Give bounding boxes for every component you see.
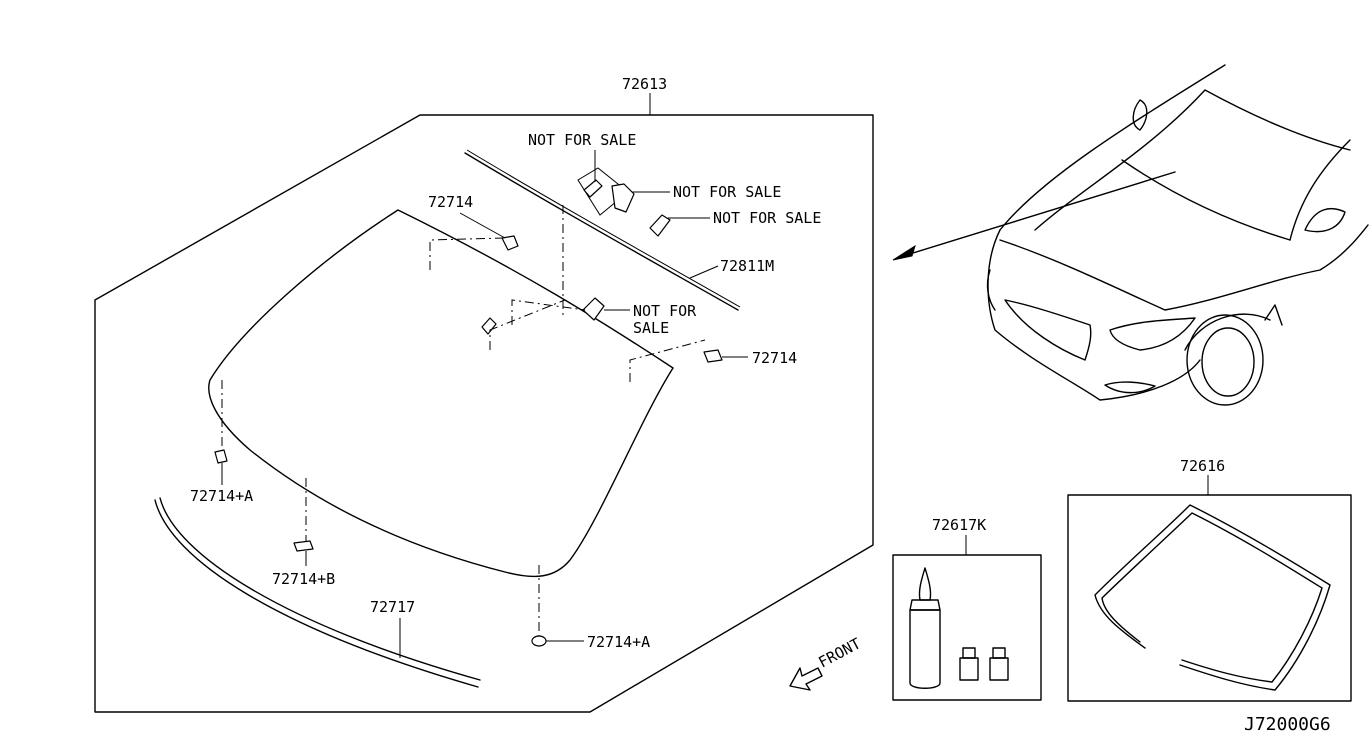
dashed-mid-nfs (511, 299, 586, 325)
assembly-frame (94, 114, 874, 713)
windshield-glass (208, 209, 674, 578)
part-number-72714a-left[interactable]: 72714+A (190, 487, 253, 505)
small-bracket (481, 317, 497, 335)
primer-bottle-icon-2 (989, 647, 1009, 681)
top-molding-72811m (464, 152, 739, 311)
dam-rubber-inner (1101, 512, 1323, 683)
part-number-72714-top[interactable]: 72714 (428, 193, 473, 211)
adhesive-tube-icon (909, 567, 941, 689)
clip-part-b (611, 183, 635, 213)
lower-molding-edge (159, 497, 481, 681)
label-not-for-sale-right1[interactable]: NOT FOR SALE (673, 183, 781, 201)
primer-bottle-icon (959, 647, 979, 681)
front-label: FRONT (815, 634, 863, 671)
dam-rubber-outer (1094, 504, 1331, 691)
clip-part-c (649, 214, 671, 237)
dashed-72714-right (629, 339, 706, 382)
part-number-72613[interactable]: 72613 (622, 75, 667, 93)
diagram-code: J72000G6 (1244, 714, 1331, 735)
clip-72714a-bottom (531, 635, 547, 647)
dam-72616-frame (1067, 494, 1352, 702)
clip-72714a-left (214, 449, 228, 464)
part-number-72717[interactable]: 72717 (370, 598, 415, 616)
label-not-for-sale-right2[interactable]: NOT FOR SALE (713, 209, 821, 227)
dashed-small-bracket (489, 299, 566, 350)
car-illustration (986, 64, 1369, 406)
leader-72811m (689, 265, 719, 279)
part-number-72617k[interactable]: 72617K (932, 516, 986, 534)
clip-part-a (583, 179, 603, 198)
part-number-72714a-bottom[interactable]: 72714+A (587, 633, 650, 651)
part-number-72811m[interactable]: 72811M (720, 257, 774, 275)
kit-72617k-frame (892, 554, 1042, 701)
part-number-72714b[interactable]: 72714+B (272, 570, 335, 588)
clip-72714b (293, 540, 314, 552)
label-not-for-sale-mid-1[interactable]: NOT FOR (633, 302, 697, 320)
pointer-arrowhead-icon (892, 244, 916, 261)
label-not-for-sale-mid-2[interactable]: SALE (633, 319, 669, 337)
part-number-72616[interactable]: 72616 (1180, 457, 1225, 475)
clip-72714-right (703, 349, 723, 363)
lower-molding-72717 (154, 499, 479, 688)
pointer-line (899, 171, 1176, 258)
leader-72714-top (459, 212, 506, 239)
front-arrow-icon (789, 667, 823, 691)
mid-nfs-part (582, 297, 605, 321)
part-number-72714-right[interactable]: 72714 (752, 349, 797, 367)
clip-72714-top (501, 235, 519, 251)
label-not-for-sale-top[interactable]: NOT FOR SALE (528, 131, 636, 149)
top-molding-edge (466, 149, 741, 308)
dashed-72714-top (429, 237, 506, 270)
